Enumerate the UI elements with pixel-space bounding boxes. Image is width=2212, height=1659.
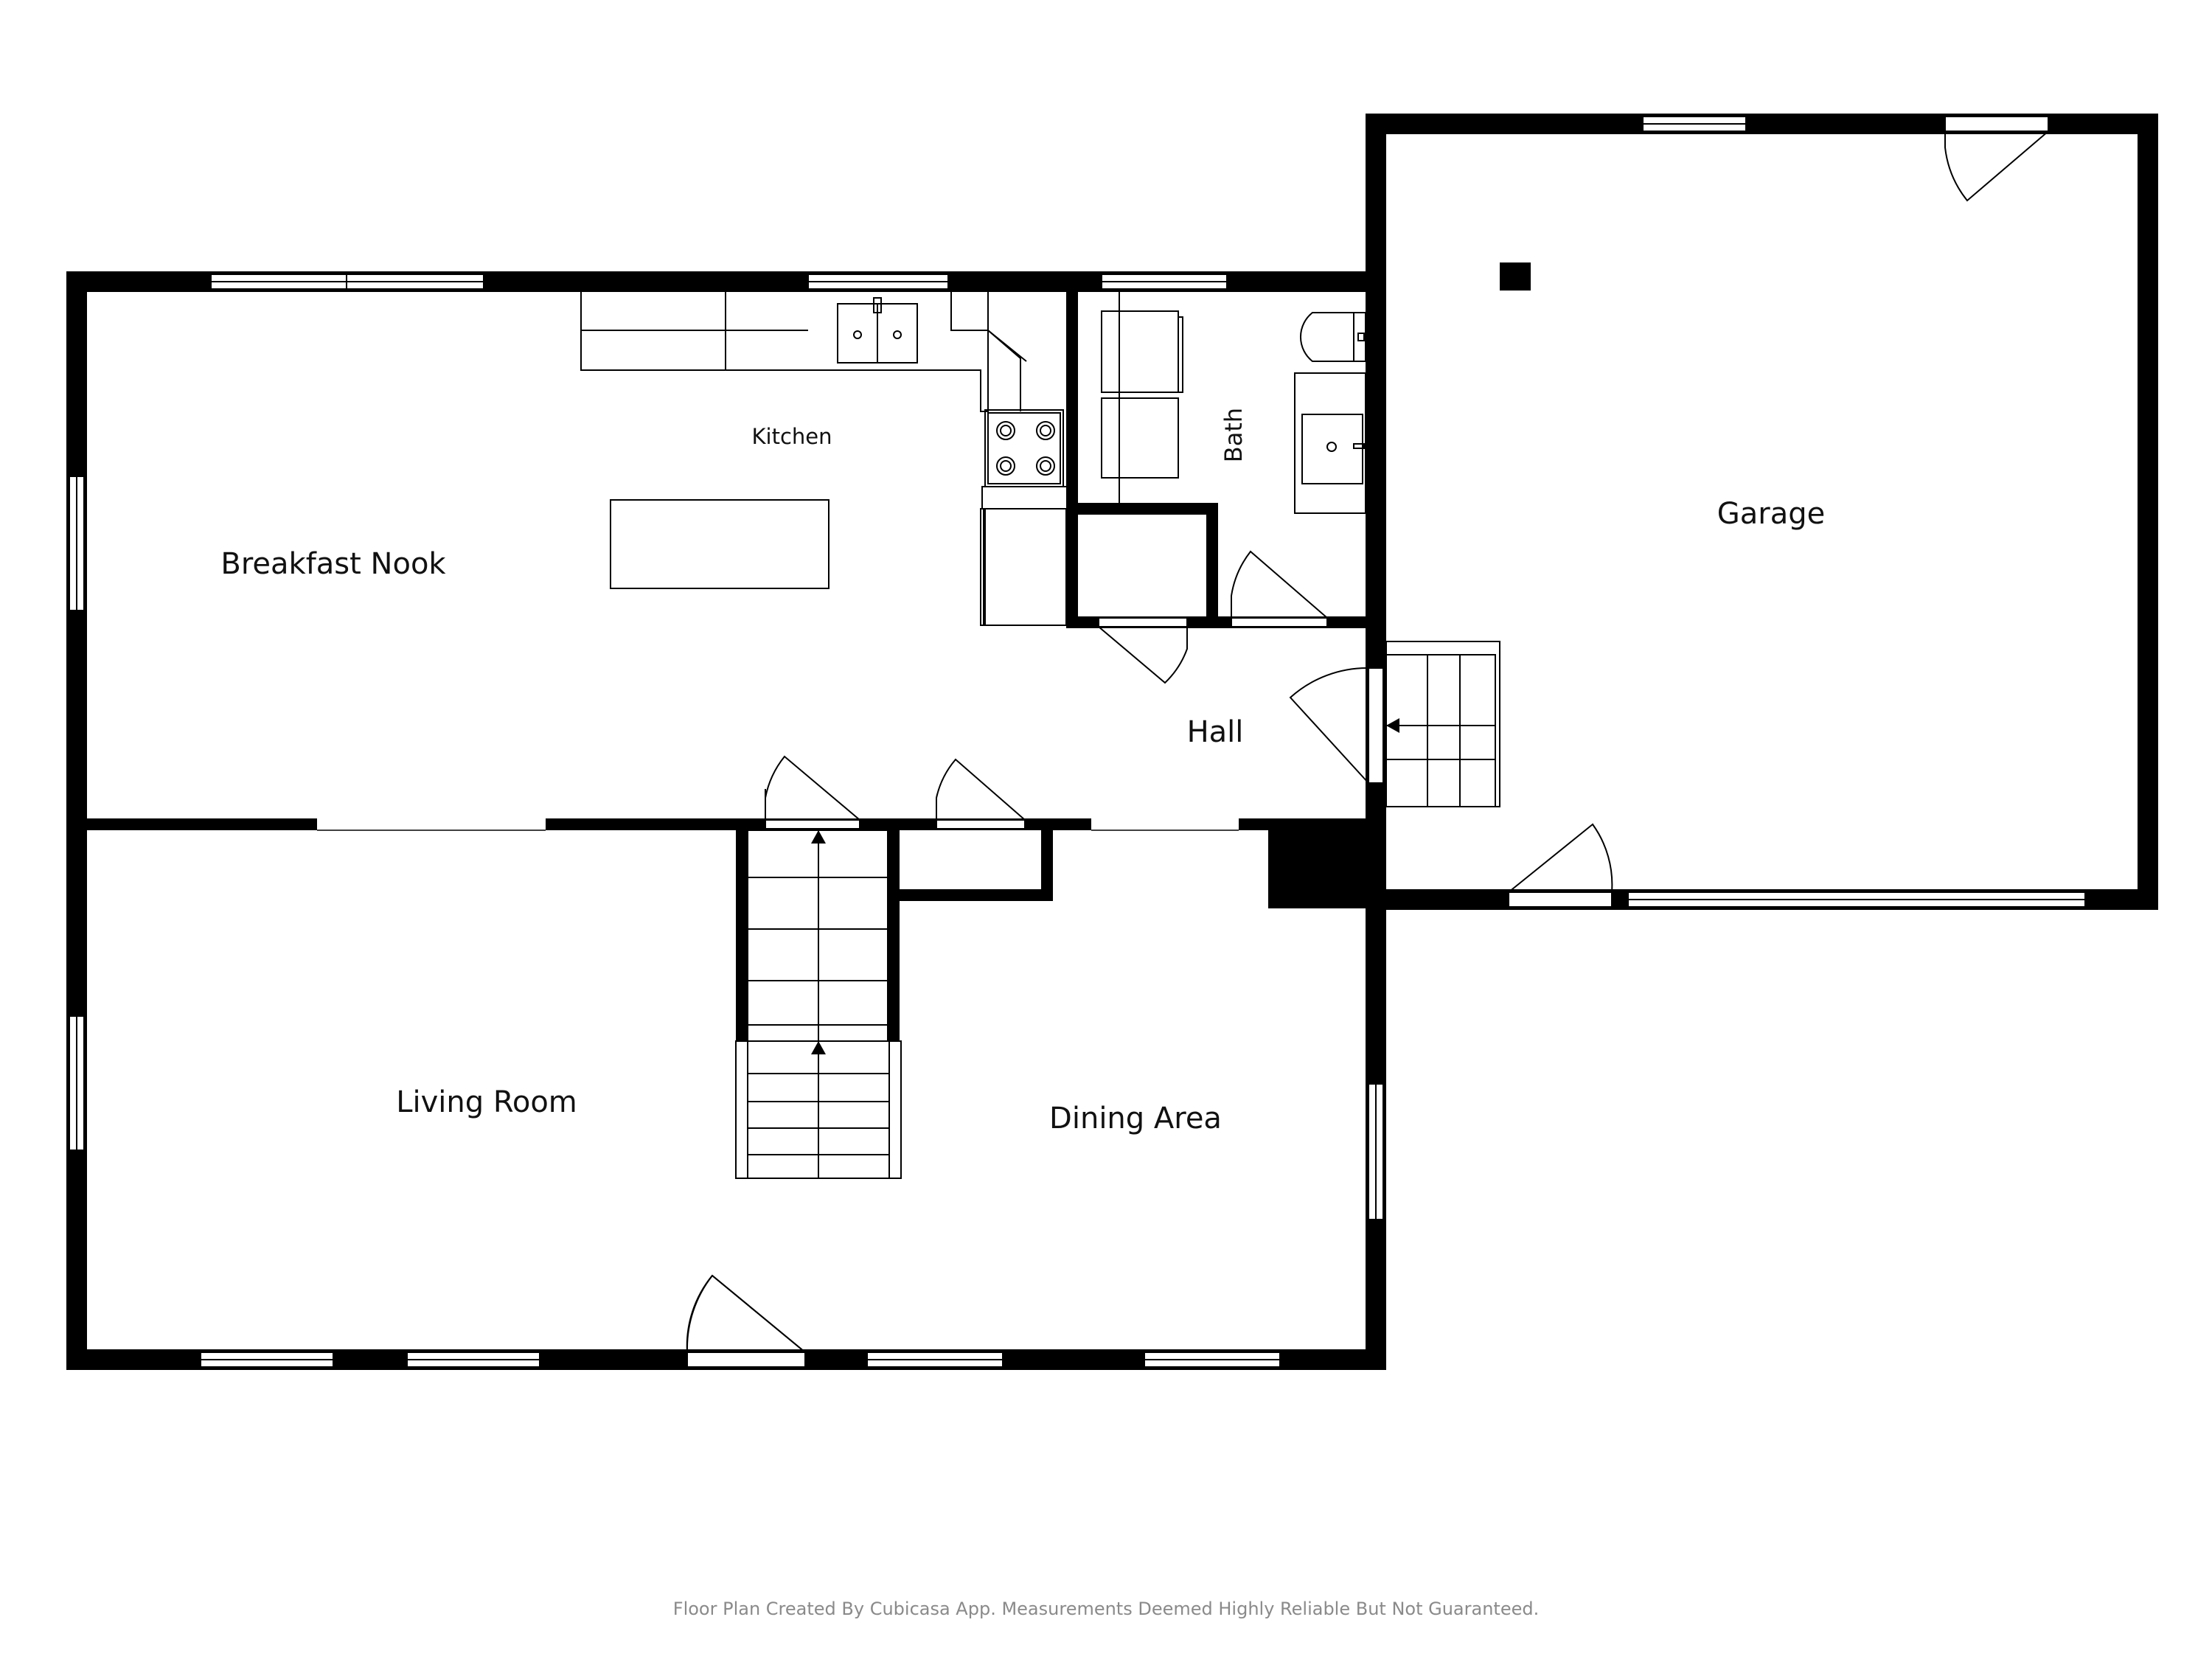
garage-steps (1385, 641, 1500, 807)
kitchen-island (610, 499, 830, 589)
kitchen-range (984, 409, 1064, 487)
garage-wall-east (2138, 114, 2158, 910)
room-label-hall: Hall (1187, 715, 1244, 749)
openings (69, 116, 2085, 1367)
vanity (1294, 372, 1366, 514)
stair-wall-west (736, 818, 748, 1041)
room-label-garage: Garage (1717, 497, 1825, 531)
bath-fixtures (1101, 292, 1366, 514)
wall-kitchen-bath (1066, 292, 1078, 628)
chimney (1268, 818, 1371, 908)
room-label-dining-area: Dining Area (1049, 1102, 1222, 1135)
kitchen-fixtures (580, 292, 1067, 626)
toilet (1300, 312, 1366, 362)
room-label-kitchen: Kitchen (752, 424, 832, 449)
front-door-swing (686, 1274, 806, 1353)
bath-closet-north (1066, 503, 1218, 515)
garage-post (1500, 262, 1531, 291)
room-label-bath: Bath (1220, 408, 1248, 462)
stair-wall-east (888, 818, 900, 1041)
closet-wall-east (1041, 818, 1053, 901)
wall-west (66, 271, 87, 1370)
stair-arrow-up-icon (811, 1041, 826, 1054)
stairs (735, 830, 902, 1179)
garage-step-arrow-icon (1386, 718, 1399, 733)
wall-middle-west (87, 818, 317, 830)
door-swings (686, 131, 2049, 1353)
room-label-breakfast-nook: Breakfast Nook (220, 547, 446, 581)
washer (1101, 310, 1179, 393)
wall-bath-east (1366, 292, 1377, 628)
footer-disclaimer: Floor Plan Created By Cubicasa App. Meas… (672, 1599, 1540, 1619)
closet-wall-south (888, 889, 1053, 901)
stair-arrow-up-icon (811, 830, 826, 844)
room-label-living-room: Living Room (396, 1085, 577, 1119)
stair-arrows (811, 830, 826, 1054)
bath-closet-east (1206, 503, 1218, 628)
walls (66, 114, 2158, 1370)
frames (69, 116, 2086, 1368)
dryer (1101, 397, 1179, 479)
